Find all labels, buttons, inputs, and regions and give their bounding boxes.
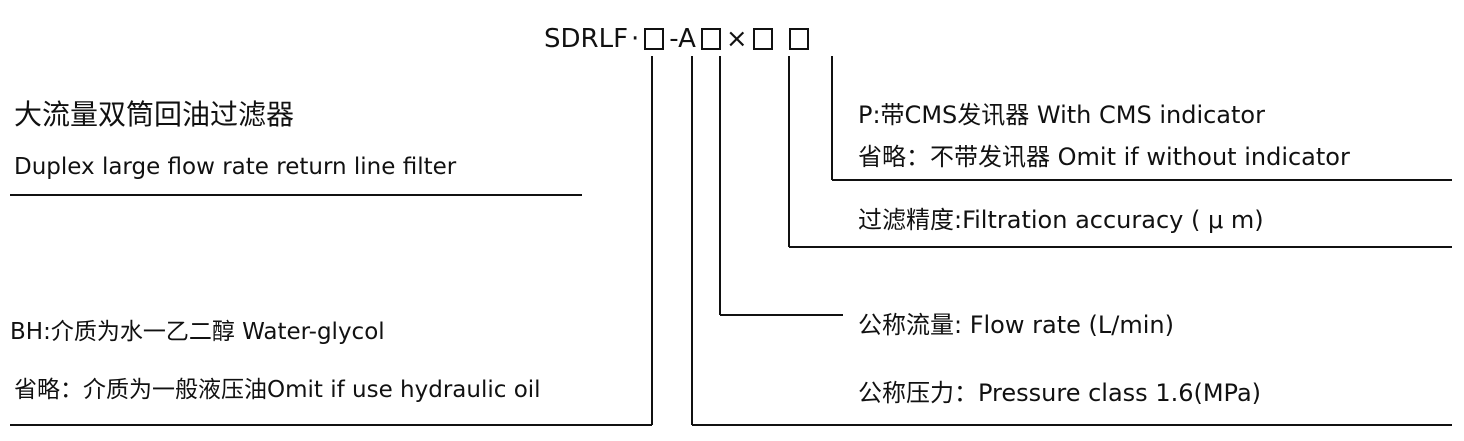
times-sign: × xyxy=(725,24,748,54)
model-prefix: SDRLF xyxy=(544,24,629,54)
indicator-option-omit: 省略：不带发讯器 Omit if without indicator xyxy=(858,143,1350,171)
medium-option-omit: 省略：介质为一般液压油Omit if use hydraulic oil xyxy=(14,377,541,403)
model-dash: · xyxy=(631,24,640,54)
flow-placeholder-box xyxy=(700,28,721,50)
medium-option-bh: BH:介质为水一乙二醇 Water-glycol xyxy=(10,319,385,345)
title-chinese: 大流量双筒回油过滤器 xyxy=(14,98,295,131)
title-english: Duplex large flow rate return line filte… xyxy=(14,154,457,180)
model-suffix-a: -A xyxy=(669,24,696,54)
model-code: SDRLF · -A × xyxy=(544,22,811,56)
medium-placeholder-box xyxy=(644,28,665,50)
flow-rate-label: 公称流量: Flow rate (L/min) xyxy=(858,311,1174,339)
pressure-class-label: 公称压力：Pressure class 1.6(MPa) xyxy=(858,379,1262,407)
indicator-option-p: P:带CMS发讯器 With CMS indicator xyxy=(858,101,1265,129)
filtration-placeholder-box xyxy=(752,28,773,50)
indicator-placeholder-box xyxy=(788,28,809,50)
filtration-accuracy-label: 过滤精度:Filtration accuracy ( μ m) xyxy=(858,206,1264,234)
